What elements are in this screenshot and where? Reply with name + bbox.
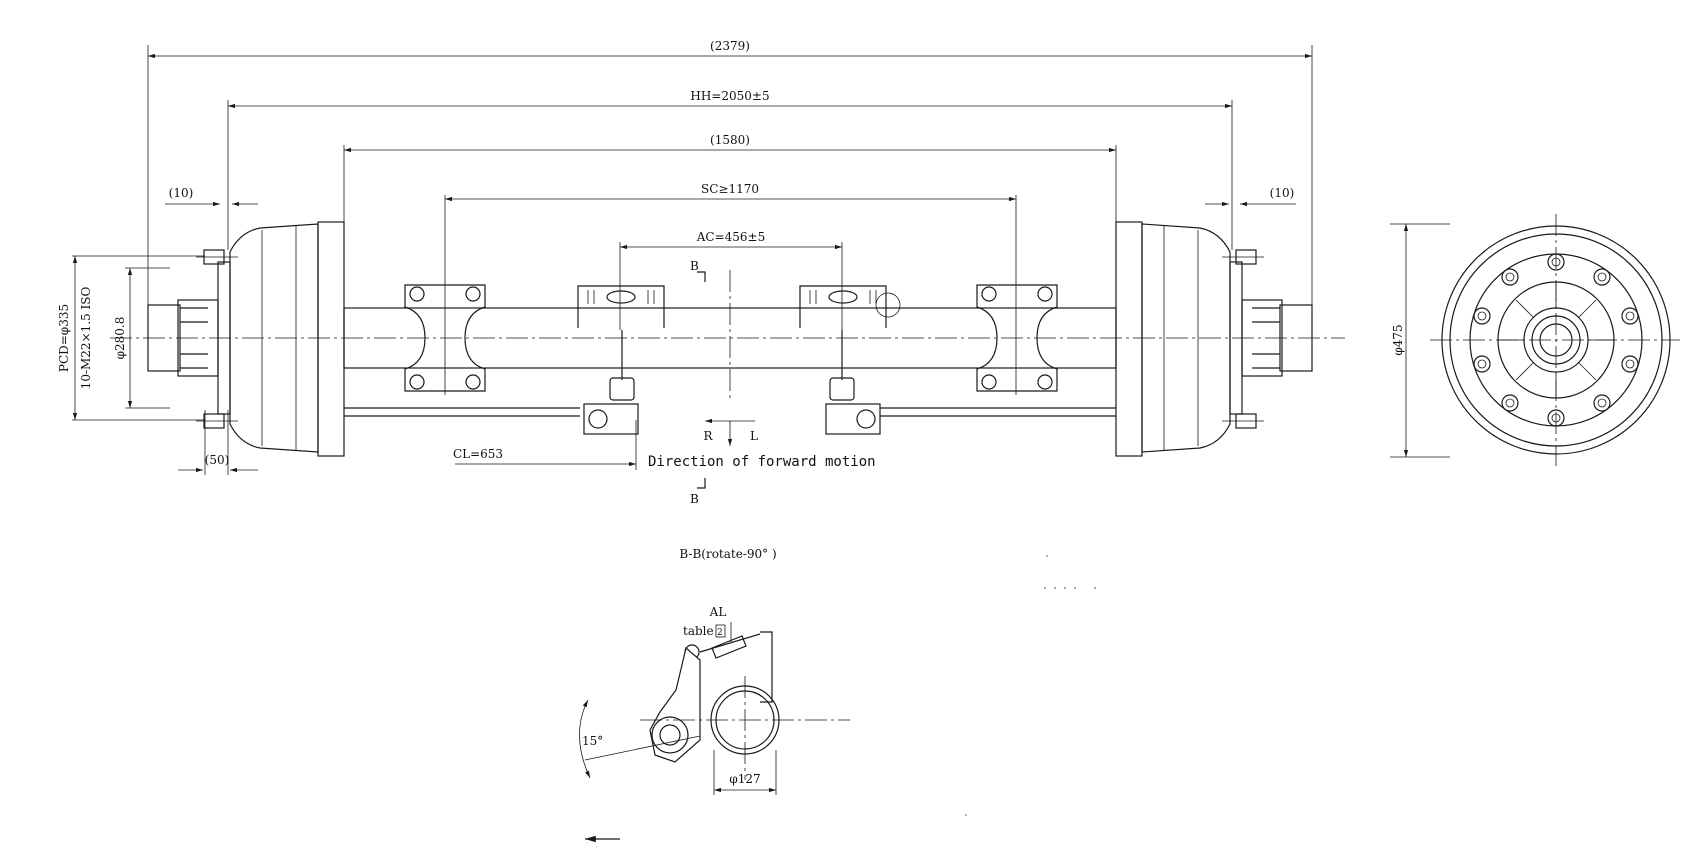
dim-left-offset-label: (10) — [169, 186, 194, 200]
dim-drum-span: (1580) — [343, 133, 1117, 222]
dim-pcd-label: PCD=φ335 — [57, 304, 71, 372]
drum-end-view: φ475 — [1390, 214, 1680, 466]
drum-dia-label: φ475 — [1391, 324, 1405, 355]
table-label: table — [683, 624, 714, 638]
direction-label: Direction of forward motion — [648, 454, 876, 470]
section-mark-top: B — [690, 259, 699, 273]
angle-label: 15° — [582, 734, 603, 748]
section-title: B-B(rotate-90° ) — [679, 547, 776, 561]
dim-sc-label: SC≥1170 — [701, 182, 759, 196]
dim-ac-label: AC=456±5 — [696, 230, 766, 244]
direction-indicator: R L Direction of forward motion — [648, 418, 876, 470]
dim-hub-to-hub: HH=2050±5 — [227, 89, 1233, 250]
dim-air-chamber: AC=456±5 — [619, 230, 843, 330]
dim-cl-label: CL=653 — [453, 447, 503, 461]
tube-dia-label: φ127 — [729, 772, 760, 786]
dim-studs-label: 10-M22×1.5 ISO — [79, 287, 93, 390]
dim-hh-label: HH=2050±5 — [690, 89, 769, 103]
left-wheel-end — [147, 221, 345, 457]
dim-stud-offset-label: (50) — [205, 453, 230, 467]
al-label: AL — [709, 605, 727, 619]
right-wheel-end — [1115, 221, 1313, 457]
section-mark-bottom: B — [690, 492, 699, 506]
dim-spring-centre: SC≥1170 — [444, 182, 1017, 395]
table-number: 2 — [717, 628, 723, 638]
left-chamber-bracket — [577, 285, 665, 435]
right-spring-seat — [976, 284, 1058, 392]
right-chamber-bracket — [799, 285, 901, 435]
dim-overall-label: (2379) — [710, 39, 750, 53]
dim-right-offset: (10) — [1205, 186, 1296, 207]
stray-dot-2 — [965, 814, 967, 816]
dim-overall: (2379) — [147, 39, 1313, 330]
left-spring-seat — [404, 284, 486, 392]
dim-chamber-line: CL=653 — [453, 420, 637, 470]
section-marks: B B — [690, 259, 706, 506]
dim-drum-span-label: (1580) — [710, 133, 750, 147]
stray-dot — [1046, 555, 1048, 557]
dim-left-offset: (10) — [165, 186, 258, 207]
left-mark: L — [750, 429, 758, 443]
dim-right-offset-label: (10) — [1270, 186, 1295, 200]
axle-beam — [110, 270, 1345, 417]
slack-adjuster-detail: AL table 2 15° φ127 — [579, 605, 850, 795]
right-mark: R — [703, 429, 713, 443]
